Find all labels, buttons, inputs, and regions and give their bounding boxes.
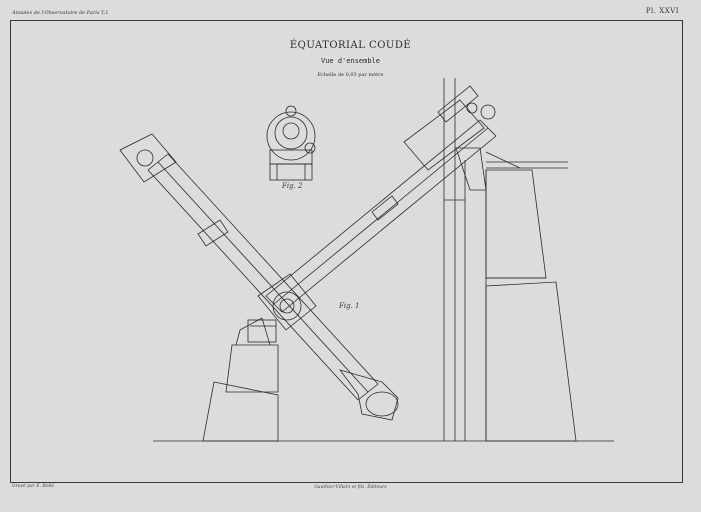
engraver-credit: Gravé par E. Rollé [12, 484, 54, 489]
fig1-label: Fig. 1 [339, 302, 360, 310]
plate-border [10, 20, 683, 483]
header-caption: Annales de l'Observatoire de Paris T.1 [12, 10, 109, 16]
plate-subtitle: Vue d'ensemble [320, 57, 380, 65]
plate-title: ÉQUATORIAL COUDÉ [289, 40, 412, 51]
fig2-label: Fig. 2 [282, 182, 303, 190]
building-wall [443, 78, 577, 442]
publisher-credit: Gauthier-Villars et fils, Éditeurs [314, 485, 387, 490]
plate-number: Pl. XXVI [645, 7, 679, 15]
central-mount [247, 273, 317, 343]
main-tube-upper-left [119, 133, 399, 421]
main-tube-upper-right [265, 85, 521, 313]
fig2-detail [266, 105, 316, 181]
left-pier [202, 317, 279, 442]
scale-note: Échelle de 0,03 par mètre [317, 72, 384, 78]
